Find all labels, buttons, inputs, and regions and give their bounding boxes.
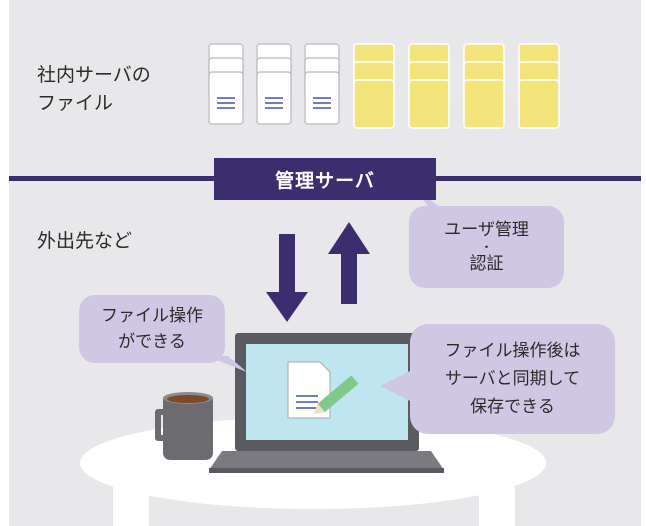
auth-bubble-line3: 認証 (469, 254, 504, 273)
sync-bubble-line3: 保存できる (470, 397, 555, 416)
file-op-bubble-line1: ファイル操作 (101, 306, 203, 325)
management-server-box: 管理サーバ (214, 158, 436, 200)
file-op-bubble: ファイル操作 ができる (79, 295, 225, 363)
outside-label: 外出先など (37, 231, 133, 252)
auth-bubble-line2: ・ (480, 240, 493, 254)
file-op-bubble-line2: ができる (118, 332, 186, 351)
document-edit-icon (287, 361, 359, 419)
file-op-bubble-shape (79, 295, 247, 372)
intranet-label-line1: 社内サーバの (37, 65, 151, 86)
auth-bubble: ユーザ管理 ・ 認証 (409, 206, 564, 288)
arrow-down-icon (266, 234, 308, 322)
server-label: 管理サーバ (275, 170, 375, 192)
coffee-mug-icon (155, 392, 213, 460)
laptop-icon (209, 333, 444, 473)
sync-bubble-shape (380, 324, 615, 434)
intranet-label: 社内サーバの ファイル (37, 62, 151, 118)
arrow-up-icon (328, 222, 370, 304)
intranet-label-line2: ファイル (37, 93, 114, 114)
sync-bubble-line1: ファイル操作後は (444, 341, 581, 360)
sync-bubble-line2: サーバと同期して (444, 369, 581, 388)
document-stack-icon (208, 43, 340, 125)
auth-bubble-line1: ユーザ管理 (444, 220, 529, 239)
folder-stack-icon (353, 43, 560, 129)
sync-bubble: ファイル操作後は サーバと同期して 保存できる (410, 324, 615, 434)
